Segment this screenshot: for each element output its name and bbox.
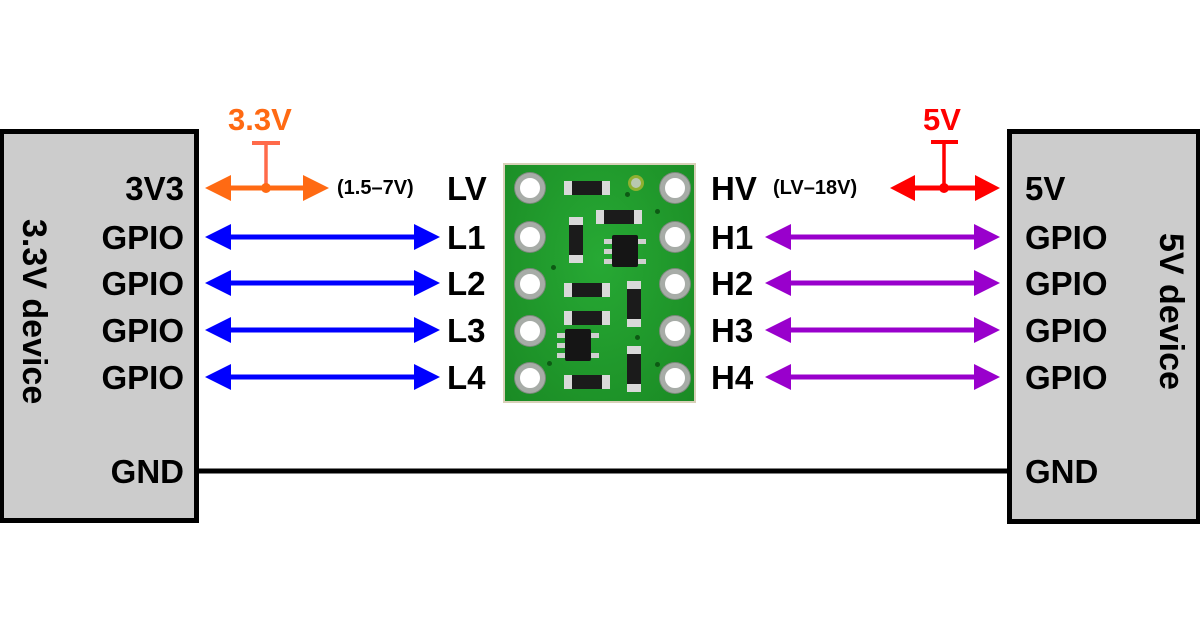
via — [625, 192, 630, 197]
low-signal-arrows — [205, 224, 440, 390]
low-pin-gnd: GND — [110, 453, 184, 490]
resistor — [596, 210, 642, 224]
pad-lv — [515, 173, 545, 203]
low-pin-gpio-1: GPIO — [101, 219, 184, 256]
l4-arrow — [205, 364, 440, 390]
via — [547, 361, 552, 366]
pad-hv — [660, 173, 690, 203]
board-pin-h3: H3 — [711, 312, 754, 349]
high-signal-arrows — [765, 224, 1000, 390]
high-pin-gpio-4: GPIO — [1025, 359, 1108, 396]
pad-l4 — [515, 363, 545, 393]
lv-arrow — [205, 175, 329, 201]
board-pin-l3: L3 — [447, 312, 486, 349]
board-pin-h1: H1 — [711, 219, 754, 256]
resistor — [564, 181, 610, 195]
high-pin-gnd: GND — [1025, 453, 1099, 490]
h2-arrow — [765, 270, 1000, 296]
low-voltage-device — [0, 129, 199, 523]
resistor — [564, 283, 610, 297]
fiducial-mark — [628, 175, 644, 191]
via — [655, 209, 660, 214]
pad-h2 — [660, 269, 690, 299]
lv-range-label: (1.5–7V) — [337, 177, 414, 199]
board-pin-hv: HV — [711, 170, 757, 207]
resistor — [569, 217, 583, 263]
board-pin-l1: L1 — [447, 219, 486, 256]
board-pin-lv: LV — [447, 170, 487, 207]
high-device-title: 5V device — [1152, 233, 1190, 390]
pad-h4 — [660, 363, 690, 393]
pad-l1 — [515, 222, 545, 252]
l3-arrow — [205, 317, 440, 343]
mosfet-chip — [565, 329, 591, 361]
low-pin-gpio-2: GPIO — [101, 265, 184, 302]
l1-arrow — [205, 224, 440, 250]
pad-h3 — [660, 316, 690, 346]
low-pin-3v3: 3V3 — [125, 170, 184, 207]
low-supply-label: 3.3V — [228, 102, 292, 137]
high-voltage-device — [1007, 129, 1200, 524]
h1-arrow — [765, 224, 1000, 250]
high-pin-gpio-1: GPIO — [1025, 219, 1108, 256]
mosfet-chip — [612, 235, 638, 267]
pad-h1 — [660, 222, 690, 252]
high-pin-gpio-3: GPIO — [1025, 312, 1108, 349]
pad-l3 — [515, 316, 545, 346]
resistor — [627, 346, 641, 392]
board-pin-l4: L4 — [447, 359, 486, 396]
low-pin-gpio-3: GPIO — [101, 312, 184, 349]
h4-arrow — [765, 364, 1000, 390]
high-supply-label: 5V — [923, 102, 961, 137]
resistor — [564, 311, 610, 325]
high-supply-symbol — [931, 140, 958, 193]
hv-range-label: (LV–18V) — [773, 177, 858, 199]
resistor — [627, 281, 641, 327]
via — [551, 265, 556, 270]
low-pin-gpio-4: GPIO — [101, 359, 184, 396]
hv-arrow — [890, 175, 1000, 201]
board-pin-l2: L2 — [447, 265, 486, 302]
level-shifter-board — [503, 163, 696, 403]
board-pin-h4: H4 — [711, 359, 754, 396]
via — [655, 362, 660, 367]
high-pin-5v: 5V — [1025, 170, 1066, 207]
board-pin-h2: H2 — [711, 265, 754, 302]
resistor — [564, 375, 610, 389]
via — [635, 335, 640, 340]
h3-arrow — [765, 317, 1000, 343]
l2-arrow — [205, 270, 440, 296]
high-pin-gpio-2: GPIO — [1025, 265, 1108, 302]
pad-l2 — [515, 269, 545, 299]
